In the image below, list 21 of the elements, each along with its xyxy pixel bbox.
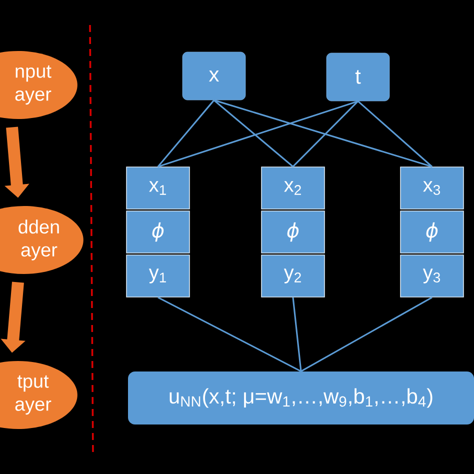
neuron-cell: ϕ: [126, 210, 190, 254]
connector-line: [292, 297, 302, 372]
input-box: t: [326, 52, 390, 102]
connector-line: [214, 99, 432, 168]
connector-line: [158, 296, 302, 372]
neuron-cell: ϕ: [400, 210, 464, 254]
connector-line: [157, 100, 215, 168]
neuron-cell: y$_{2}$: [261, 254, 325, 298]
neuron-cell: x$_{3}$: [400, 166, 464, 210]
connector-line: [357, 100, 433, 168]
neuron-cell: y$_{1}$: [126, 254, 190, 298]
connector-line: [213, 100, 294, 168]
input-box: x: [182, 52, 246, 100]
neuron-cell: x$_{2}$: [261, 166, 325, 210]
output-box: u$_{NN}$(x,t; μ=w$_{1}$,…,w$_{9}$,b$_{1}$,…,b$_{4}$): [128, 372, 474, 424]
connector-line: [292, 100, 359, 168]
connector-line: [300, 296, 432, 372]
neuron-cell: x$_{1}$: [126, 166, 190, 210]
connector-line: [158, 100, 358, 168]
neuron-cell: y$_{3}$: [400, 254, 464, 298]
neuron-cell: ϕ: [261, 210, 325, 254]
